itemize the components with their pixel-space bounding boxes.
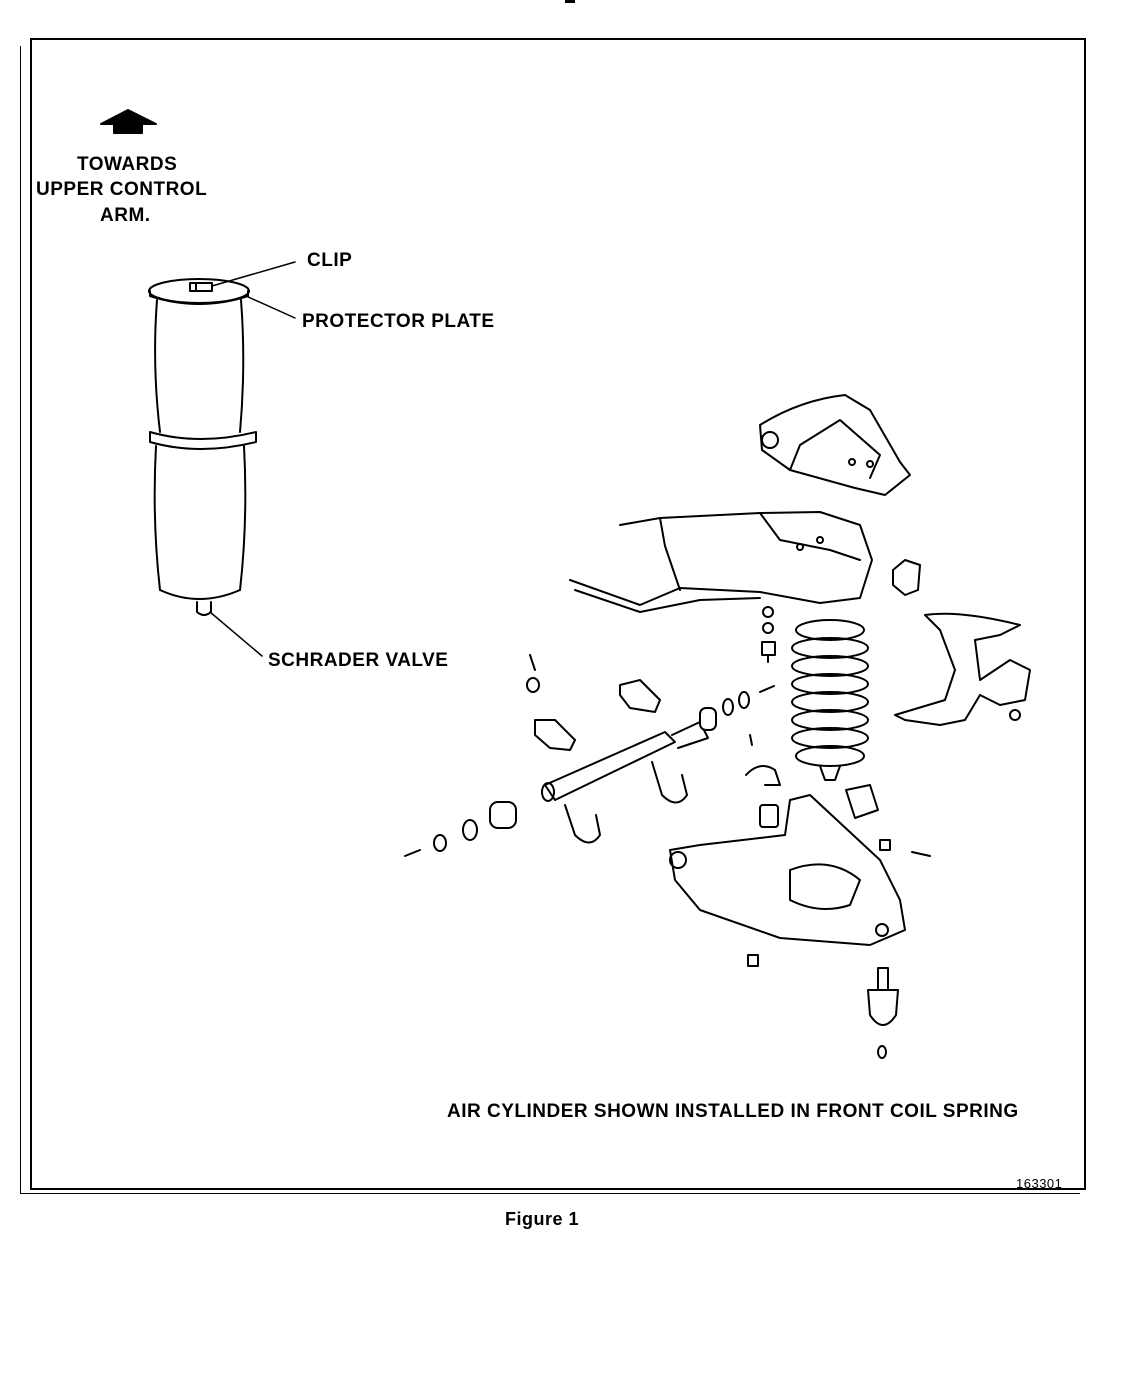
- nut-lower: [747, 954, 759, 967]
- bolt-upper-left: [529, 654, 536, 671]
- clip-label: CLIP: [307, 250, 353, 271]
- nut-right: [879, 839, 891, 851]
- protector-plate-label: PROTECTOR PLATE: [302, 311, 495, 332]
- stud: [749, 734, 753, 746]
- upper-bracket: [759, 394, 911, 496]
- figure-number: 163301: [1016, 1176, 1063, 1191]
- figure-frame: [30, 38, 1086, 1190]
- air-cylinder: [148, 278, 257, 616]
- schrader-valve-label: SCHRADER VALVE: [268, 650, 449, 671]
- protector-plate-leader: [245, 295, 296, 319]
- spring-hardware: [761, 606, 776, 663]
- cross-shaft: [541, 685, 775, 802]
- frame-rail: [569, 511, 873, 613]
- steering-knuckle: [894, 612, 1031, 726]
- bracket-left: [534, 719, 576, 751]
- up-arrow-icon: [100, 109, 157, 134]
- bracket-mid: [619, 679, 661, 713]
- ball-joint: [867, 967, 899, 1059]
- clip-icon: [189, 282, 213, 292]
- figure-frame-shadow: [20, 46, 1080, 1194]
- schrader-valve-leader: [209, 611, 263, 657]
- lower-control-arm: [669, 794, 906, 946]
- towards-label-line1: TOWARDS: [77, 154, 178, 175]
- bushing-small: [759, 804, 779, 828]
- shaft-left-hardware: [404, 801, 517, 857]
- figure-title: Figure 1: [505, 1209, 580, 1229]
- pad: [845, 784, 879, 819]
- u-bolt-2: [651, 761, 688, 804]
- washer-upper-left: [526, 677, 540, 693]
- coil-spring: [791, 619, 869, 781]
- page-top-mark: [565, 0, 575, 3]
- clamp: [745, 765, 781, 786]
- towards-label-line3: ARM.: [100, 205, 151, 226]
- figure-caption: AIR CYLINDER SHOWN INSTALLED IN FRONT CO…: [447, 1101, 1019, 1122]
- u-bolt-1: [564, 804, 601, 844]
- clip-leader: [211, 261, 296, 287]
- bump-stop: [892, 559, 921, 596]
- towards-label-line2: UPPER CONTROL: [36, 179, 208, 200]
- bolt-right: [911, 851, 931, 857]
